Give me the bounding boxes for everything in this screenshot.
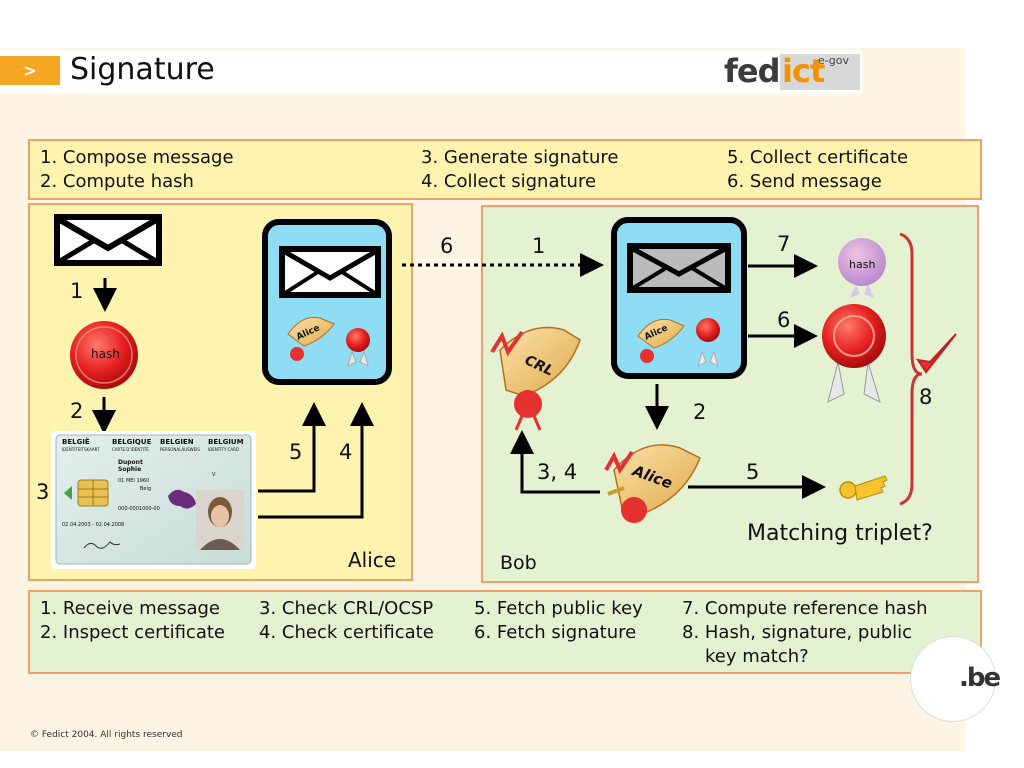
public-key-icon	[839, 475, 888, 501]
card-number: 000-0001000-00	[118, 506, 160, 512]
alice-device-seal-icon	[346, 328, 370, 367]
card-type: IDENTITEITSKAART	[62, 447, 100, 452]
card-validity: 02.04.2003 - 02.04.2008	[62, 522, 125, 528]
bob-step-7-label: 7	[777, 232, 791, 256]
be-logo-text: .be	[959, 663, 1001, 693]
logo-ict-box: ict	[780, 52, 860, 90]
step-text: 6. Fetch signature	[474, 622, 637, 643]
step-text: 1. Compose message	[40, 147, 234, 168]
arrow-card-device-4	[258, 402, 374, 519]
step-text: 6. Send message	[727, 171, 882, 192]
card-type: PERSONALAUSWEIS	[160, 447, 200, 452]
logo-ict: ict	[782, 52, 825, 90]
card-type: IDENTITY CARD	[208, 447, 239, 452]
step-text: 3. Generate signature	[421, 147, 619, 168]
step-text: key match?	[705, 646, 809, 667]
bob-device-seal-icon	[696, 318, 720, 367]
step-text: 4. Collect signature	[421, 171, 597, 192]
alice-message-envelope-icon	[54, 214, 162, 266]
step-text: 8. Hash, signature, public	[682, 622, 913, 643]
bob-step-8-label: 8	[919, 385, 933, 409]
arrow-card-device-5	[258, 402, 326, 493]
receive-step-label: 1	[532, 234, 546, 258]
matching-bracket	[899, 232, 923, 506]
signature-seal-icon	[822, 304, 886, 403]
fedict-logo: fed ict e-gov	[724, 52, 860, 92]
card-nationality: Belg	[140, 486, 152, 492]
bob-alice-certificate-icon	[604, 444, 701, 523]
step-text: 2. Compute hash	[40, 171, 194, 192]
alice-step-2-label: 2	[70, 399, 84, 423]
alice-step-5-label: 5	[289, 440, 303, 464]
step-text: 5. Collect certificate	[727, 147, 909, 168]
arrow-cert-crl	[510, 430, 600, 494]
alice-step-3-label: 3	[36, 480, 50, 504]
hash-label: hash	[91, 347, 120, 361]
send-step-label: 6	[440, 234, 454, 258]
bob-step-5-label: 5	[746, 460, 760, 484]
header-bar	[0, 50, 862, 94]
bob-step-2-label: 2	[693, 400, 707, 424]
card-sex: V	[212, 472, 216, 478]
step-text: 4. Check certificate	[259, 622, 434, 643]
card-country: BELGIQUE	[112, 438, 152, 446]
reference-hash-label: hash	[849, 258, 876, 271]
alice-eid-card-icon	[51, 431, 256, 569]
step-text: 7. Compute reference hash	[682, 598, 928, 619]
card-type: CARTE D'IDENTITE	[112, 447, 149, 452]
alice-signing-device-icon	[262, 219, 392, 385]
alice-hash-seal-icon	[70, 321, 138, 389]
bob-steps-box	[28, 590, 982, 674]
step-text: 3. Check CRL/OCSP	[259, 598, 434, 619]
bob-device-certificate-icon	[637, 318, 685, 363]
bob-received-device-icon	[611, 217, 747, 379]
alice-steps-box	[28, 139, 982, 200]
card-country: BELGIEN	[160, 438, 194, 446]
bob-step-6-label: 6	[777, 308, 791, 332]
alice-device-certificate-icon	[287, 316, 335, 361]
copyright-footer: © Fedict 2004. All rights reserved	[30, 730, 183, 740]
card-given-name: Sophie	[118, 466, 142, 473]
alice-name-label: Alice	[348, 548, 397, 572]
page-title: Signature	[70, 52, 215, 87]
crl-document-icon	[490, 326, 581, 431]
card-country: BELGIUM	[208, 438, 244, 446]
title-tab: >	[0, 56, 60, 85]
bob-step-34-label: 3, 4	[537, 460, 578, 484]
step-text: 5. Fetch public key	[474, 598, 643, 619]
card-birth: 01 MEI 1960	[118, 478, 150, 484]
card-surname: Dupont	[118, 459, 143, 466]
reference-hash-seal-icon	[838, 238, 886, 298]
checkmark-icon	[915, 333, 957, 374]
step-text: 2. Inspect certificate	[40, 622, 225, 643]
logo-fed: fed	[724, 52, 781, 90]
step-text: 1. Receive message	[40, 598, 220, 619]
card-country: BELGIË	[62, 438, 90, 446]
alice-step-4-label: 4	[339, 440, 353, 464]
bob-name-label: Bob	[500, 552, 537, 574]
matching-triplet-question: Matching triplet?	[747, 521, 933, 546]
alice-step-1-label: 1	[70, 279, 84, 303]
be-logo: .be	[910, 636, 1001, 722]
logo-egov: e-gov	[818, 54, 849, 67]
